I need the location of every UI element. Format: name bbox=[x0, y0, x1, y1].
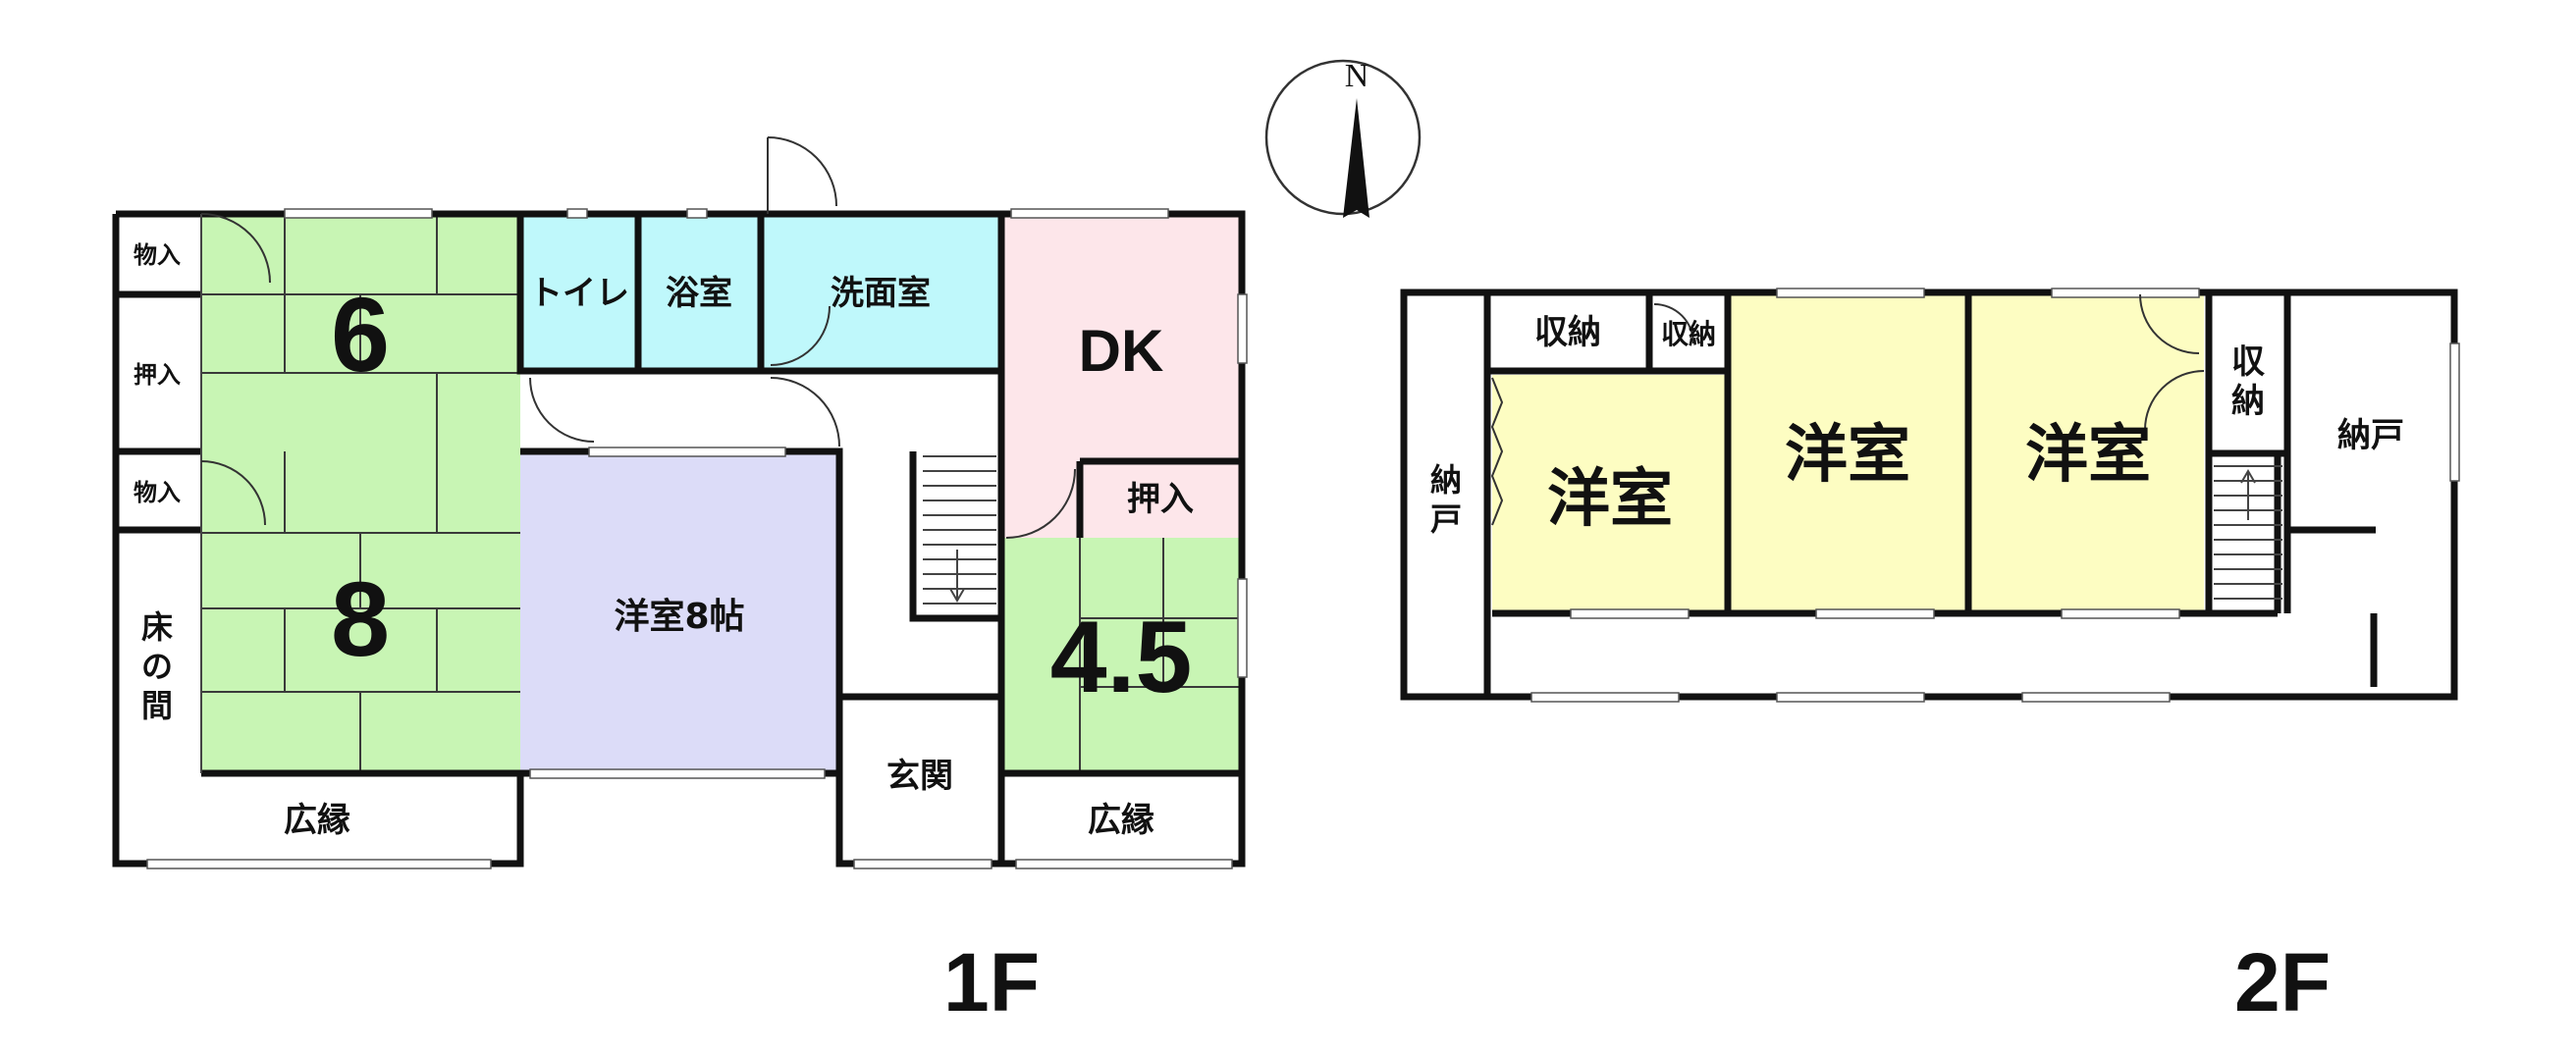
first-floor-plan bbox=[112, 136, 1248, 869]
washroom-label: 洗面室 bbox=[831, 274, 931, 313]
second-floor-label: 2F bbox=[2234, 936, 2331, 1028]
closet-dk-label: 押入 bbox=[1127, 480, 1194, 519]
second-floor-plan bbox=[1400, 288, 2460, 703]
western-room-2 bbox=[1728, 294, 1968, 613]
veranda-right-label: 広縁 bbox=[1088, 801, 1154, 840]
western-room-3-label: 洋室 bbox=[2025, 419, 2151, 492]
western-room-1 bbox=[1492, 375, 1728, 613]
room-6-label: 6 bbox=[331, 275, 390, 394]
storage-3-label-a: 収 bbox=[2231, 342, 2265, 382]
tokonoma-label-2: の bbox=[141, 648, 173, 685]
storage-3-label-b: 納 bbox=[2231, 382, 2265, 421]
western-room-3 bbox=[1968, 294, 2204, 613]
nando-left-label-1: 納 bbox=[1430, 461, 1462, 499]
compass-north-label: N bbox=[1345, 58, 1369, 94]
storage-2-label: 収納 bbox=[1661, 318, 1716, 350]
western-room-1-label: 洋室 bbox=[1547, 463, 1673, 536]
room-45-tatami bbox=[1001, 538, 1242, 773]
toilet-room bbox=[520, 214, 638, 371]
storage-top-label: 物入 bbox=[134, 241, 181, 269]
nando-left-label-2: 戸 bbox=[1430, 500, 1462, 538]
dk-room bbox=[1001, 214, 1242, 538]
tokonoma-label-3: 間 bbox=[141, 687, 173, 724]
veranda-left-label: 広縁 bbox=[284, 801, 350, 840]
western-room-2-label: 洋室 bbox=[1785, 419, 1910, 492]
tokonoma-label-1: 床 bbox=[141, 608, 173, 646]
entrance-label: 玄関 bbox=[886, 757, 953, 796]
storage-mid-label: 物入 bbox=[134, 479, 181, 506]
washroom-room bbox=[761, 214, 1001, 371]
room-8-label: 8 bbox=[331, 559, 390, 678]
toilet-label: トイレ bbox=[529, 274, 629, 313]
closet-left-label: 押入 bbox=[134, 361, 181, 389]
compass-icon bbox=[1264, 59, 1422, 218]
dk-label: DK bbox=[1079, 318, 1164, 384]
room-45-label: 4.5 bbox=[1050, 601, 1193, 714]
nando-right-label: 納戸 bbox=[2337, 416, 2404, 455]
bath-room bbox=[638, 214, 761, 371]
western-8-label: 洋室8帖 bbox=[614, 597, 744, 637]
storage-1-label: 収納 bbox=[1534, 313, 1601, 352]
first-floor-label: 1F bbox=[943, 936, 1040, 1028]
bath-label: 浴室 bbox=[666, 274, 732, 313]
western-8-room bbox=[520, 451, 839, 773]
